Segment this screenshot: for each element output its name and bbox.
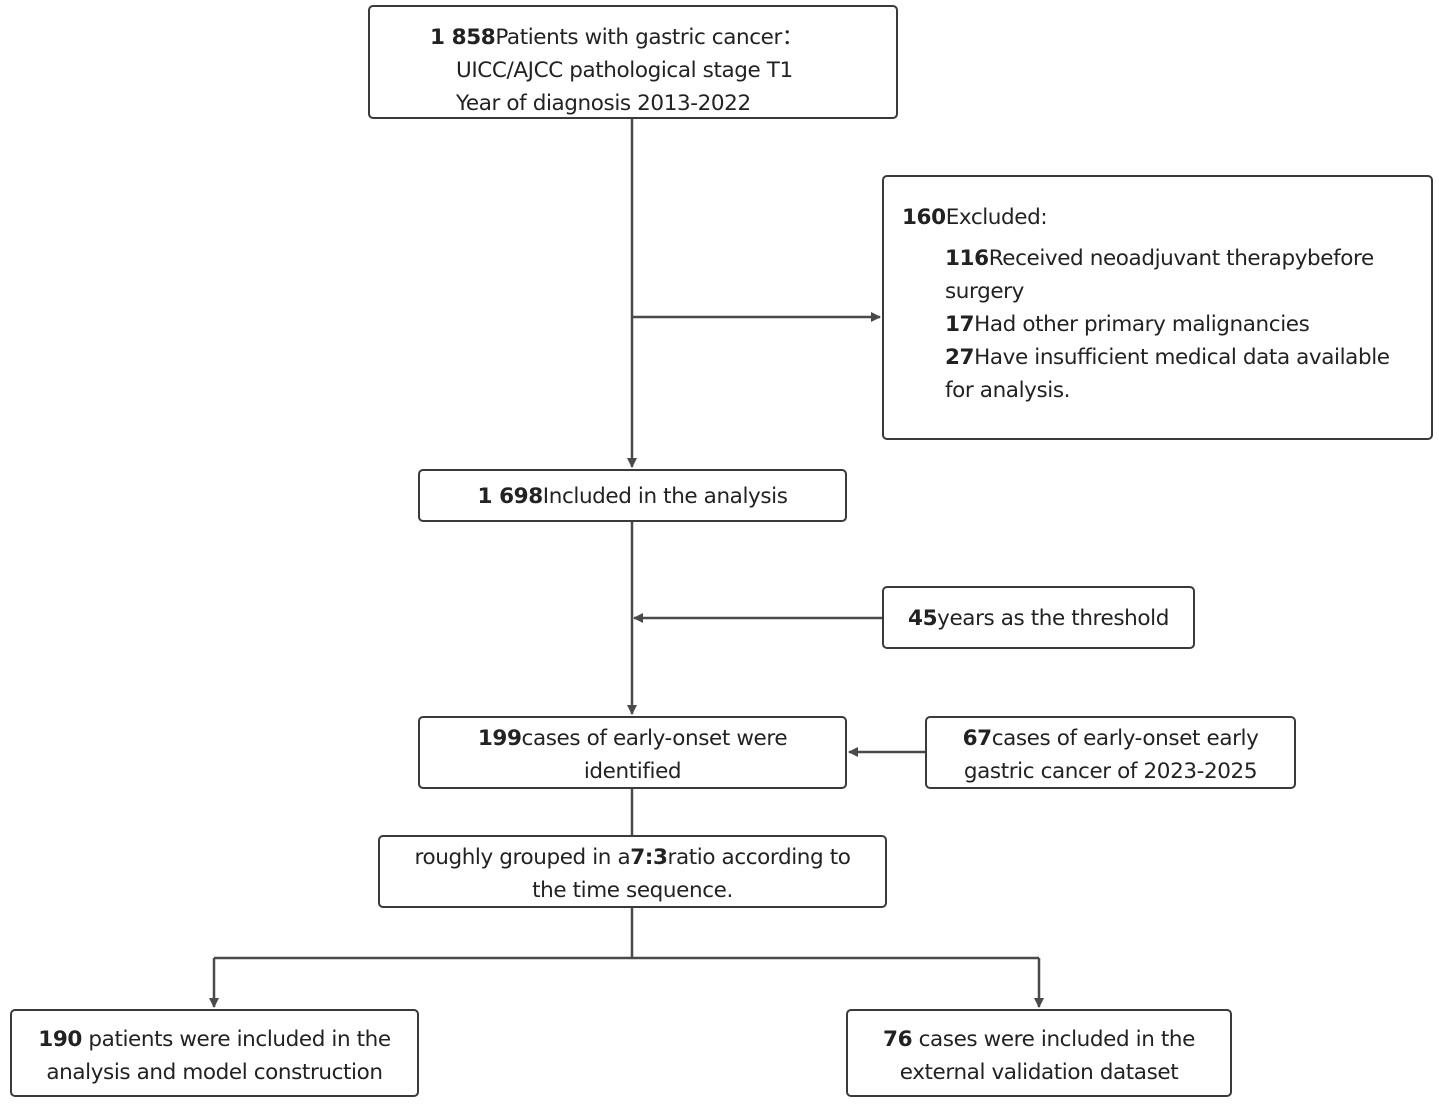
early-onset-count: 199: [477, 726, 522, 751]
start-label: Patients with gastric cancer：: [495, 25, 804, 50]
excluded-reason-malignancies-count: 17: [945, 312, 975, 337]
box-external-cases-2023-2025: 67cases of early-onset early gastric can…: [925, 716, 1296, 789]
grouping-text-cont: the time sequence.: [532, 878, 733, 903]
validation-count: 76: [883, 1027, 913, 1052]
external-cases-count: 67: [962, 726, 993, 751]
training-count: 190: [38, 1027, 82, 1052]
included-count: 1 698: [477, 484, 543, 509]
box-validation-set: 76 cases were included in the external v…: [846, 1009, 1232, 1097]
included-label: Included in the analysis: [542, 484, 788, 509]
grouping-suffix: ratio according to: [667, 845, 851, 870]
early-onset-text-cont: identified: [583, 759, 682, 784]
box-early-onset-identified: 199cases of early-onset were identified: [418, 716, 847, 789]
validation-text: cases were included in the: [912, 1027, 1196, 1052]
box-training-set: 190 patients were included in the analys…: [10, 1009, 419, 1097]
excluded-reason-neoadjuvant-count: 116: [945, 246, 989, 271]
threshold-count: 45: [908, 606, 938, 631]
grouping-prefix: roughly grouped in a: [414, 845, 631, 870]
excluded-reason-malignancies-text: Had other primary malignancies: [974, 312, 1310, 337]
box-grouping-ratio: roughly grouped in a7:3ratio according t…: [378, 835, 887, 908]
box-patients-gastric-cancer: 1 858Patients with gastric cancer： UICC/…: [368, 5, 898, 119]
threshold-label: years as the threshold: [937, 606, 1169, 631]
box-excluded: 160Excluded: 116Received neoadjuvant the…: [882, 175, 1433, 440]
grouping-ratio: 7:3: [630, 845, 668, 870]
validation-text-cont: external validation dataset: [899, 1060, 1179, 1085]
training-text: patients were included in the: [81, 1027, 391, 1052]
excluded-reason-neoadjuvant-text-cont: surgery: [945, 279, 1024, 304]
start-count: 1 858: [430, 25, 496, 50]
start-criterion-year: Year of diagnosis 2013-2022: [456, 91, 751, 116]
early-onset-text: cases of early-onset were: [521, 726, 788, 751]
external-cases-text-cont: gastric cancer of 2023-2025: [963, 759, 1258, 784]
box-included-analysis: 1 698Included in the analysis: [418, 469, 847, 522]
excluded-count: 160: [902, 205, 946, 230]
start-criterion-stage: UICC/AJCC pathological stage T1: [456, 58, 793, 83]
training-text-cont: analysis and model construction: [46, 1060, 383, 1085]
excluded-label: Excluded:: [945, 205, 1048, 230]
excluded-reason-neoadjuvant-text: Received neoadjuvant therapybefore: [988, 246, 1375, 271]
external-cases-text: cases of early-onset early: [991, 726, 1259, 751]
excluded-reason-data-text: Have insufficient medical data available: [974, 345, 1390, 370]
excluded-reason-data-text-cont: for analysis.: [945, 378, 1071, 403]
box-age-threshold: 45years as the threshold: [882, 586, 1195, 649]
excluded-reason-data-count: 27: [945, 345, 975, 370]
